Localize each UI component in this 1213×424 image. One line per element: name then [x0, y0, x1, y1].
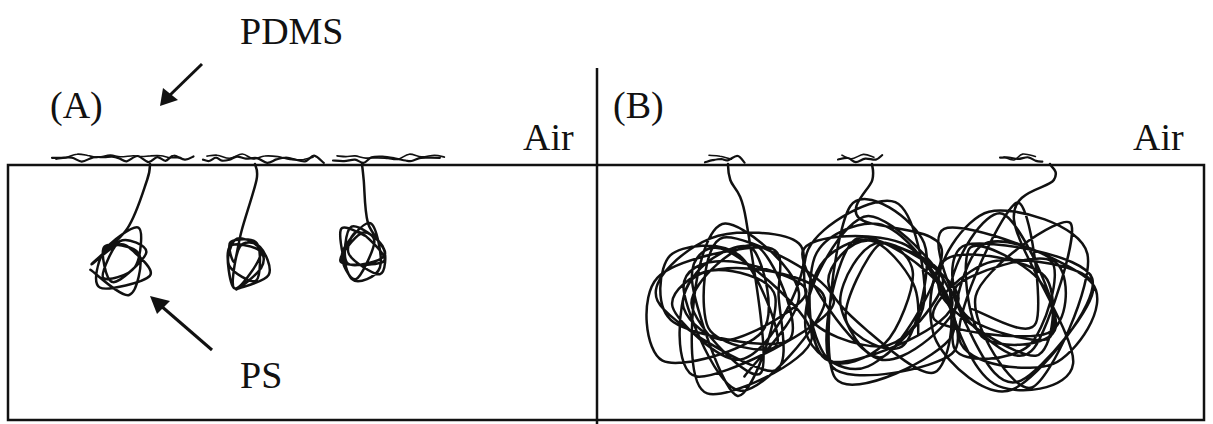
chain-segment — [646, 164, 833, 396]
chain-segment — [340, 164, 385, 281]
text-label: (A) — [50, 86, 103, 124]
text-label: Air — [1133, 118, 1184, 156]
panel-divider — [596, 68, 599, 424]
leader-line — [168, 64, 202, 97]
text-label: Air — [523, 118, 574, 156]
chain-segment — [838, 155, 882, 162]
film-outline — [8, 165, 1204, 420]
leader-arrows — [150, 64, 212, 350]
arrow-head — [150, 296, 170, 314]
chain-segment — [1004, 154, 1035, 160]
text-label: PS — [240, 356, 282, 394]
text-label: PDMS — [240, 12, 344, 50]
chain-segment — [56, 154, 181, 159]
chain-segment — [228, 164, 270, 290]
arrow-head — [160, 88, 178, 106]
polymer-chains — [52, 154, 1097, 396]
chain-segment — [207, 154, 313, 160]
chain-segment — [842, 154, 874, 158]
chain-segment — [709, 155, 731, 159]
chain-segment — [90, 164, 150, 295]
text-label: (B) — [613, 86, 664, 124]
chain-segment — [337, 154, 444, 159]
chain-segment — [930, 164, 1097, 391]
chain-segment — [705, 156, 745, 163]
leader-line — [160, 305, 212, 350]
